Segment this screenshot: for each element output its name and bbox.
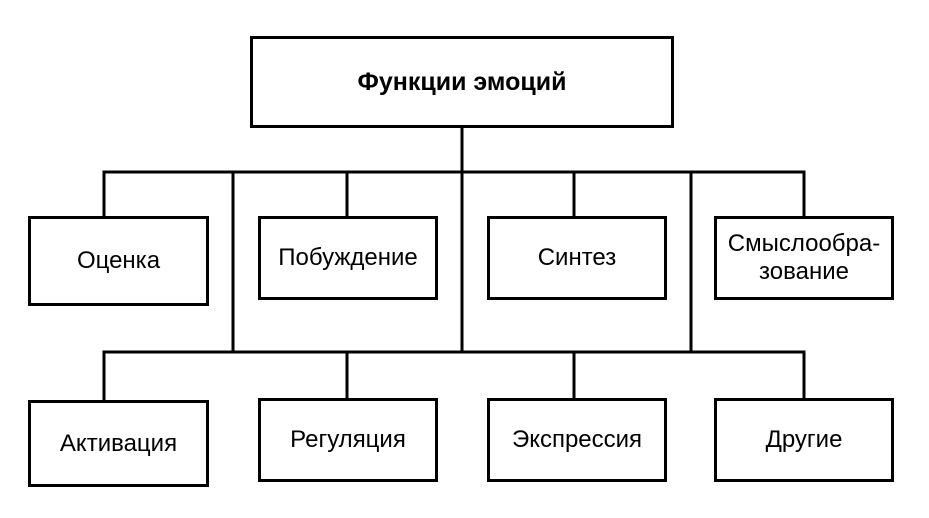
node-ocenka-label: Оценка bbox=[76, 247, 161, 274]
node-drugie-label: Другие bbox=[765, 426, 843, 453]
node-aktivaciya: Активация bbox=[28, 400, 209, 487]
node-sintez: Синтез bbox=[487, 216, 667, 300]
node-regulyaciya-label: Регуляция bbox=[290, 426, 406, 453]
node-aktivaciya-label: Активация bbox=[59, 429, 178, 457]
node-pobuzhdenie-label: Побуждение bbox=[278, 244, 418, 271]
node-smysloobrazovanie-text: Смыслообра- зование bbox=[728, 230, 880, 286]
node-sintez-label: Синтез bbox=[537, 244, 617, 271]
node-ekspressiya-label: Экспрессия bbox=[511, 426, 643, 453]
root-node: Функции эмоций bbox=[250, 36, 674, 128]
node-smysloobrazovanie-line1: Смыслообра- bbox=[727, 230, 881, 257]
node-pobuzhdenie: Побуждение bbox=[258, 216, 438, 300]
root-node-label: Функции эмоций bbox=[357, 68, 567, 96]
node-regulyaciya: Регуляция bbox=[258, 398, 438, 482]
node-drugie: Другие bbox=[714, 398, 894, 482]
node-ocenka: Оценка bbox=[28, 216, 209, 306]
node-smysloobrazovanie-line2: зование bbox=[759, 258, 849, 285]
node-smysloobrazovanie: Смыслообра- зование bbox=[714, 216, 894, 300]
node-ekspressiya: Экспрессия bbox=[487, 398, 667, 482]
